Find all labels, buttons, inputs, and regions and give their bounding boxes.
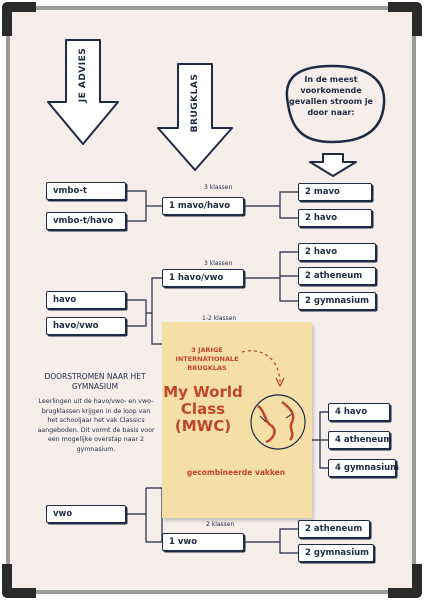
- advice-box-vmbo-t-havo: vmbo-t/havo: [46, 212, 126, 230]
- outcome-box-2-atheneum: 2 atheneum: [298, 267, 376, 285]
- brugklas-box-mavo-havo: 1 mavo/havo: [162, 197, 244, 215]
- note-subtitle: gecombineerde vakken: [186, 468, 286, 477]
- brugklas-box-havo-vwo: 1 havo/vwo: [162, 269, 244, 287]
- frame-corner-bottom-left: [2, 564, 36, 598]
- frame-corner-bottom-right: [388, 564, 422, 598]
- outcome-box-2-gymnasium: 2 gymnasium: [298, 544, 374, 562]
- gymnasium-heading: DOORSTROMEN NAAR HET GYMNASIUM: [44, 372, 146, 391]
- mwc-sticky-note: 3 JARIGE INTERNATIONALE BRUGKLAS My Worl…: [162, 322, 312, 518]
- note-title: My World Class (MWC): [163, 383, 243, 435]
- outcome-box-2-mavo: 2 mavo: [298, 183, 372, 201]
- class-count-label: 1-2 klassen: [202, 315, 237, 322]
- brugklas-box-vwo: 1 vwo: [162, 533, 244, 551]
- outcome-box-2-gymnasium: 2 gymnasium: [298, 292, 376, 310]
- note-header: 3 JARIGE INTERNATIONALE BRUGKLAS: [175, 346, 239, 372]
- bubble-text: In de meest voorkomende gevallen stroom …: [289, 75, 373, 117]
- globe-icon: [241, 350, 306, 450]
- outcome-box-4-gymnasium: 4 gymnasium: [328, 459, 399, 477]
- advies-arrow: [47, 39, 119, 145]
- class-count-label: 3 klassen: [204, 260, 233, 267]
- advice-box-vmbo-t: vmbo-t: [46, 182, 126, 200]
- advice-box-havo: havo: [46, 291, 126, 309]
- frame-corner-top-right: [388, 2, 422, 36]
- advies-arrow-label: JE ADVIES: [78, 47, 88, 103]
- advice-box-vwo: vwo: [46, 505, 126, 523]
- brugklas-arrow-label: BRUGKLAS: [190, 73, 200, 133]
- brugklas-arrow: [157, 63, 233, 171]
- frame-corner-top-left: [2, 2, 36, 36]
- speech-bubble: [285, 64, 386, 144]
- class-count-label: 2 klassen: [206, 521, 235, 528]
- gymnasium-description: Leerlingen uit de havo/vwo- en vwo-brugk…: [37, 398, 155, 453]
- outcome-box-2-atheneum: 2 atheneum: [298, 520, 370, 538]
- class-count-label: 3 klassen: [204, 184, 233, 191]
- outcome-box-4-atheneum: 4 atheneum: [328, 431, 392, 449]
- bubble-arrow: [309, 153, 357, 177]
- outcome-box-2-havo: 2 havo: [298, 243, 376, 261]
- outcome-box-4-havo: 4 havo: [328, 403, 390, 421]
- advice-box-havo-vwo: havo/vwo: [46, 317, 126, 335]
- outcome-box-2-havo: 2 havo: [298, 209, 372, 227]
